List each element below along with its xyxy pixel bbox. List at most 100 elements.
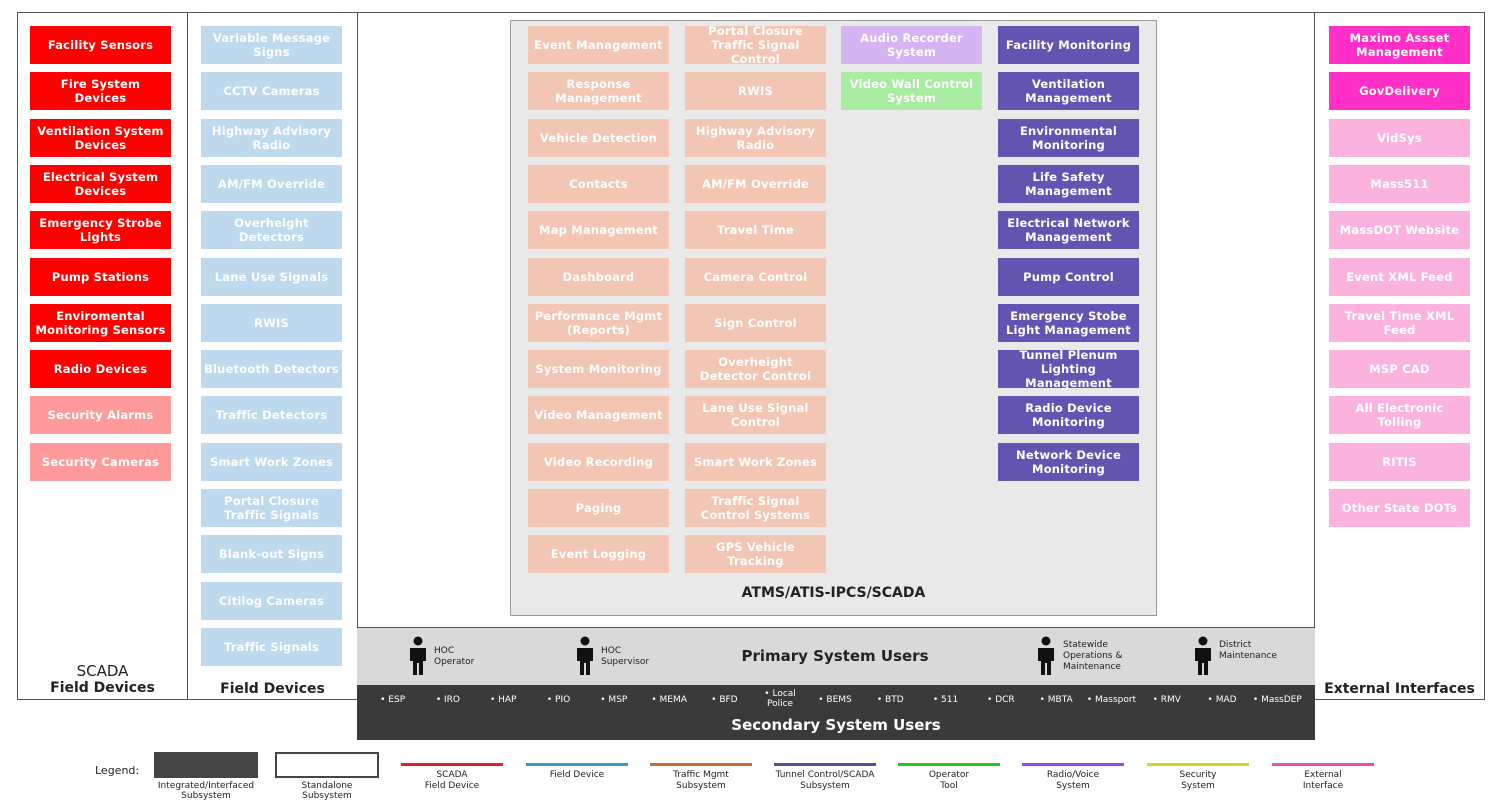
- field-device-box: Traffic Signals: [201, 627, 342, 666]
- scada-device-box: Facility Sensors: [30, 26, 171, 64]
- tunnel-control-box: Emergency Stobe Light Management: [998, 303, 1139, 342]
- secondary-user-item: • Massport: [1086, 695, 1137, 705]
- field-device-box: CCTV Cameras: [201, 72, 342, 111]
- legend-text: Field Device: [549, 770, 605, 780]
- external-interface-box: MSP CAD: [1329, 350, 1470, 389]
- operator-tool-box: Video Wall Control System: [841, 72, 982, 111]
- field-device-box: Portal Closure Traffic Signals: [201, 489, 342, 527]
- legend-swatch-standalone: [275, 752, 379, 778]
- field-device-box: Overheight Detectors: [201, 211, 342, 250]
- scada-device-box: Radio Devices: [30, 350, 171, 389]
- scada-device-box: Enviromental Monitoring Sensors: [30, 303, 171, 342]
- secondary-user-item: • HAP: [489, 695, 517, 705]
- tunnel-control-box: Life Safety Management: [998, 164, 1139, 203]
- traffic-mgmt-box: Video Recording: [528, 442, 669, 481]
- traffic-mgmt-box: Map Management: [528, 211, 669, 250]
- tunnel-control-box: Network Device Monitoring: [998, 442, 1139, 481]
- field-device-box: Lane Use Signals: [201, 257, 342, 296]
- user-label-line1: District: [1219, 640, 1252, 650]
- traffic-mgmt-box: Response Management: [528, 72, 669, 111]
- external-interface-box: GovDelivery: [1329, 72, 1470, 111]
- secondary-user-item: • ESP: [380, 695, 406, 705]
- scada-column-title: SCADA Field Devices: [17, 663, 188, 697]
- traffic-mgmt-box: Event Logging: [528, 535, 669, 574]
- secondary-users-band: [357, 685, 1315, 740]
- traffic-mgmt-box: RWIS: [685, 72, 826, 111]
- field-device-box: Highway Advisory Radio: [201, 118, 342, 157]
- person-icon: [408, 636, 428, 680]
- field-device-box: Smart Work Zones: [201, 442, 342, 481]
- field-device-box: Bluetooth Detectors: [201, 350, 342, 389]
- traffic-mgmt-box: Portal Closure Traffic Signal Control: [685, 24, 826, 66]
- traffic-mgmt-box: System Monitoring: [528, 350, 669, 389]
- secondary-user-item: • BFD: [711, 695, 738, 705]
- scada-title-line2: Field Devices: [50, 680, 155, 696]
- secondary-user-item: • RMV: [1152, 695, 1181, 705]
- legend-text-line2: Interface: [1302, 781, 1344, 791]
- legend-text-line2: Subsystem: [800, 781, 850, 791]
- external-interface-box: Maximo Assset Management: [1329, 26, 1470, 64]
- traffic-mgmt-box: Camera Control: [685, 257, 826, 296]
- field-device-box: RWIS: [201, 303, 342, 342]
- legend-color-line: [1147, 763, 1249, 766]
- legend-color-line: [898, 763, 1000, 766]
- legend-text-line2: Field Device: [424, 781, 480, 791]
- traffic-mgmt-box: Paging: [528, 489, 669, 527]
- legend-text: Integrated/Interfaced: [157, 781, 255, 791]
- secondary-user-item: • PIO: [546, 695, 571, 705]
- person-icon: [1036, 636, 1056, 680]
- field-device-box: Citilog Cameras: [201, 581, 342, 620]
- secondary-user-item: • IRO: [435, 695, 460, 705]
- tunnel-control-box: Environmental Monitoring: [998, 118, 1139, 157]
- primary-users-title: Primary System Users: [741, 647, 929, 665]
- legend-text: Standalone: [301, 781, 353, 791]
- external-interface-box: Other State DOTs: [1329, 489, 1470, 527]
- secondary-user-item: • DCR: [987, 695, 1015, 705]
- tunnel-control-box: Ventilation Management: [998, 72, 1139, 111]
- radio-voice-box: Audio Recorder System: [841, 26, 982, 64]
- scada-device-box: Electrical System Devices: [30, 164, 171, 203]
- external-interface-box: Event XML Feed: [1329, 257, 1470, 296]
- tunnel-control-box: Facility Monitoring: [998, 26, 1139, 64]
- secondary-user-item: • MassDEP: [1252, 695, 1302, 705]
- secondary-user-item: • Local Police: [764, 689, 796, 709]
- legend-text-line2: Subsystem: [676, 781, 726, 791]
- external-interface-box: RITIS: [1329, 442, 1470, 481]
- scada-device-box: Fire System Devices: [30, 72, 171, 111]
- legend-text-line2: Subsystem: [302, 791, 352, 801]
- legend-color-line: [1272, 763, 1374, 766]
- legend-color-line: [774, 763, 876, 766]
- traffic-mgmt-box: Travel Time: [685, 211, 826, 250]
- field-column-title: Field Devices: [220, 681, 325, 697]
- scada-title-line1: SCADA: [76, 662, 129, 680]
- traffic-mgmt-box: Contacts: [528, 164, 669, 203]
- traffic-mgmt-box: Performance Mgmt (Reports): [528, 303, 669, 342]
- external-interface-box: All Electronic Tolling: [1329, 396, 1470, 435]
- legend-color-line: [526, 763, 628, 766]
- legend-text: Security: [1179, 770, 1217, 780]
- tunnel-control-box: Radio Device Monitoring: [998, 396, 1139, 435]
- user-hoc-supervisor: HOC Supervisor: [601, 646, 649, 668]
- traffic-mgmt-box: GPS Vehicle Tracking: [685, 535, 826, 574]
- user-label-line3: Maintenance: [1063, 662, 1121, 672]
- legend-text-line2: System: [1056, 781, 1090, 791]
- secondary-user-item: • MAD: [1207, 695, 1237, 705]
- legend-text: Operator: [928, 770, 970, 780]
- user-label-line2: Supervisor: [601, 657, 650, 667]
- external-interface-box: Mass511: [1329, 164, 1470, 203]
- user-label-line1: HOC: [434, 646, 455, 656]
- user-district-maintenance: District Maintenance: [1219, 640, 1277, 662]
- legend-text: Tunnel Control/SCADA: [775, 770, 875, 780]
- tunnel-control-box: Pump Control: [998, 257, 1139, 296]
- legend-text: External: [1304, 770, 1342, 780]
- scada-device-box: Security Alarms: [30, 396, 171, 435]
- traffic-mgmt-box: AM/FM Override: [685, 164, 826, 203]
- tunnel-control-box: Electrical Network Management: [998, 211, 1139, 250]
- traffic-mgmt-box: Event Management: [528, 26, 669, 64]
- tunnel-control-box: Tunnel Plenum Lighting Management: [998, 348, 1139, 390]
- secondary-users-title: Secondary System Users: [731, 716, 941, 734]
- legend-label: Legend:: [95, 764, 140, 777]
- legend-swatch-integrated: [154, 752, 258, 778]
- traffic-mgmt-box: Traffic Signal Control Systems: [685, 489, 826, 527]
- legend-text-line2: Subsystem: [181, 791, 231, 801]
